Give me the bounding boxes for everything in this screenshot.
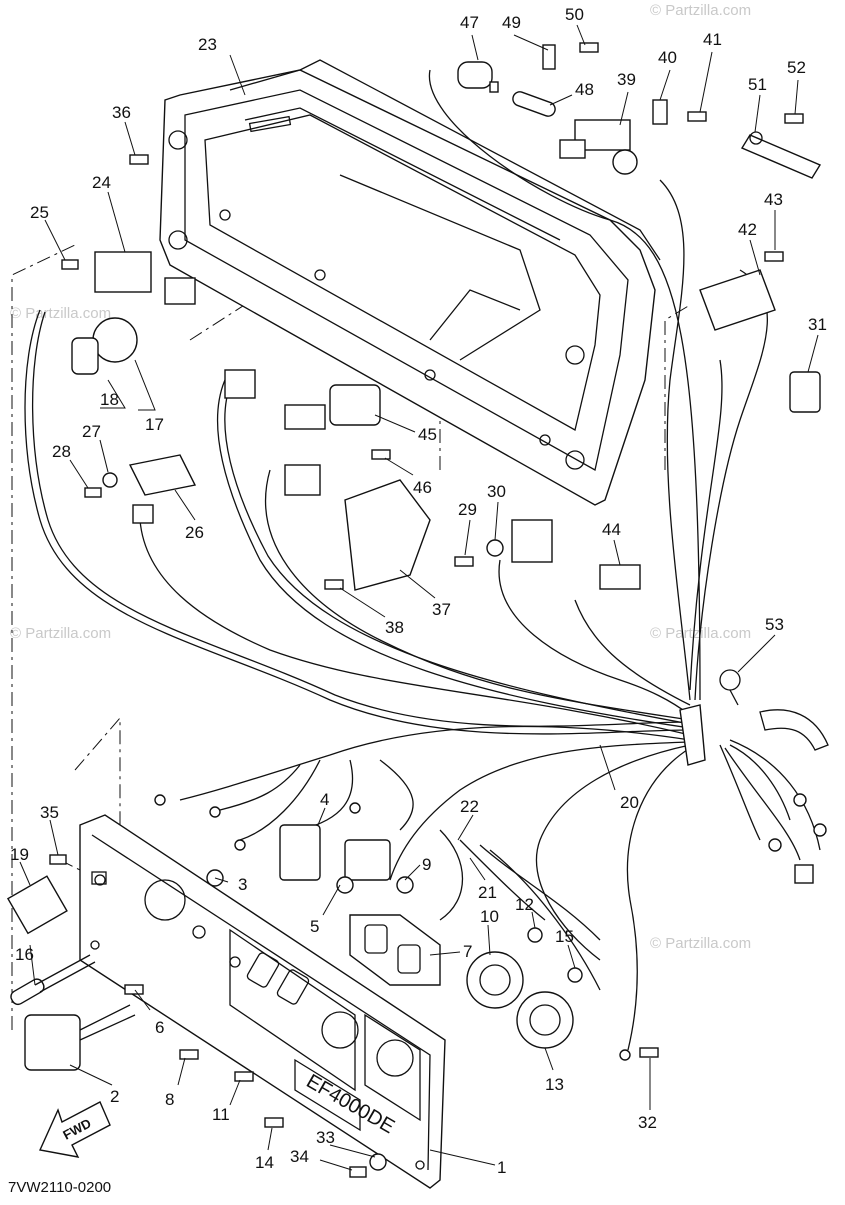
callout-27: 27 bbox=[82, 422, 101, 441]
callout-38: 38 bbox=[385, 618, 404, 637]
callout-36: 36 bbox=[112, 103, 131, 122]
front-panel: EF4000DE bbox=[79, 814, 446, 1189]
wiring-harness bbox=[24, 69, 829, 1051]
callout-15: 15 bbox=[555, 927, 574, 946]
callout-3: 3 bbox=[238, 875, 247, 894]
callout-7: 7 bbox=[463, 942, 472, 961]
drawing-code: 7VW2110-0200 bbox=[8, 1179, 111, 1196]
callout-19: 19 bbox=[10, 845, 29, 864]
callout-51: 51 bbox=[748, 75, 767, 94]
callout-18: 18 bbox=[100, 390, 119, 409]
callout-21: 21 bbox=[478, 883, 497, 902]
callout-13: 13 bbox=[545, 1075, 564, 1094]
callout-49: 49 bbox=[502, 13, 521, 32]
callout-24: 24 bbox=[92, 173, 111, 192]
callout-5: 5 bbox=[310, 917, 319, 936]
callout-46: 46 bbox=[413, 478, 432, 497]
callout-6: 6 bbox=[155, 1018, 164, 1037]
callout-47: 47 bbox=[460, 13, 479, 32]
callout-9: 9 bbox=[422, 855, 431, 874]
callout-53: 53 bbox=[765, 615, 784, 634]
callout-17: 17 bbox=[145, 415, 164, 434]
callout-28: 28 bbox=[52, 442, 71, 461]
callout-52: 52 bbox=[787, 58, 806, 77]
control-box-housing bbox=[159, 59, 661, 506]
watermark: © Partzilla.com bbox=[10, 305, 111, 322]
callout-26: 26 bbox=[185, 523, 204, 542]
callout-41: 41 bbox=[703, 30, 722, 49]
callout-4: 4 bbox=[320, 790, 329, 809]
callout-29: 29 bbox=[458, 500, 477, 519]
callout-34: 34 bbox=[290, 1147, 309, 1166]
callout-33: 33 bbox=[316, 1128, 335, 1147]
callout-43: 43 bbox=[764, 190, 783, 209]
callout-39: 39 bbox=[617, 70, 636, 89]
callout-8: 8 bbox=[165, 1090, 174, 1109]
callout-37: 37 bbox=[432, 600, 451, 619]
callout-16: 16 bbox=[15, 945, 34, 964]
callout-2: 2 bbox=[110, 1087, 119, 1106]
callout-1: 1 bbox=[497, 1158, 506, 1177]
callout-31: 31 bbox=[808, 315, 827, 334]
callout-32: 32 bbox=[638, 1113, 657, 1132]
callout-30: 30 bbox=[487, 482, 506, 501]
callout-25: 25 bbox=[30, 203, 49, 222]
watermark: © Partzilla.com bbox=[10, 625, 111, 642]
callout-35: 35 bbox=[40, 803, 59, 822]
callout-10: 10 bbox=[480, 907, 499, 926]
callout-40: 40 bbox=[658, 48, 677, 67]
callout-22: 22 bbox=[460, 797, 479, 816]
callout-50: 50 bbox=[565, 5, 584, 24]
callout-14: 14 bbox=[255, 1153, 274, 1172]
callout-44: 44 bbox=[602, 520, 621, 539]
callout-20: 20 bbox=[620, 793, 639, 812]
callout-48: 48 bbox=[575, 80, 594, 99]
component-parts bbox=[6, 42, 827, 1178]
callout-labels: 1 2 3 4 5 6 7 8 9 10 11 12 13 14 15 16 1… bbox=[10, 5, 827, 1177]
callout-12: 12 bbox=[515, 895, 534, 914]
fwd-arrow-icon: FWD bbox=[38, 1101, 111, 1158]
callout-42: 42 bbox=[738, 220, 757, 239]
callout-45: 45 bbox=[418, 425, 437, 444]
watermark: © Partzilla.com bbox=[650, 2, 751, 19]
leader-lines bbox=[19, 24, 819, 1171]
callout-11: 11 bbox=[212, 1105, 230, 1124]
watermark: © Partzilla.com bbox=[650, 935, 751, 952]
callout-23: 23 bbox=[198, 35, 217, 54]
